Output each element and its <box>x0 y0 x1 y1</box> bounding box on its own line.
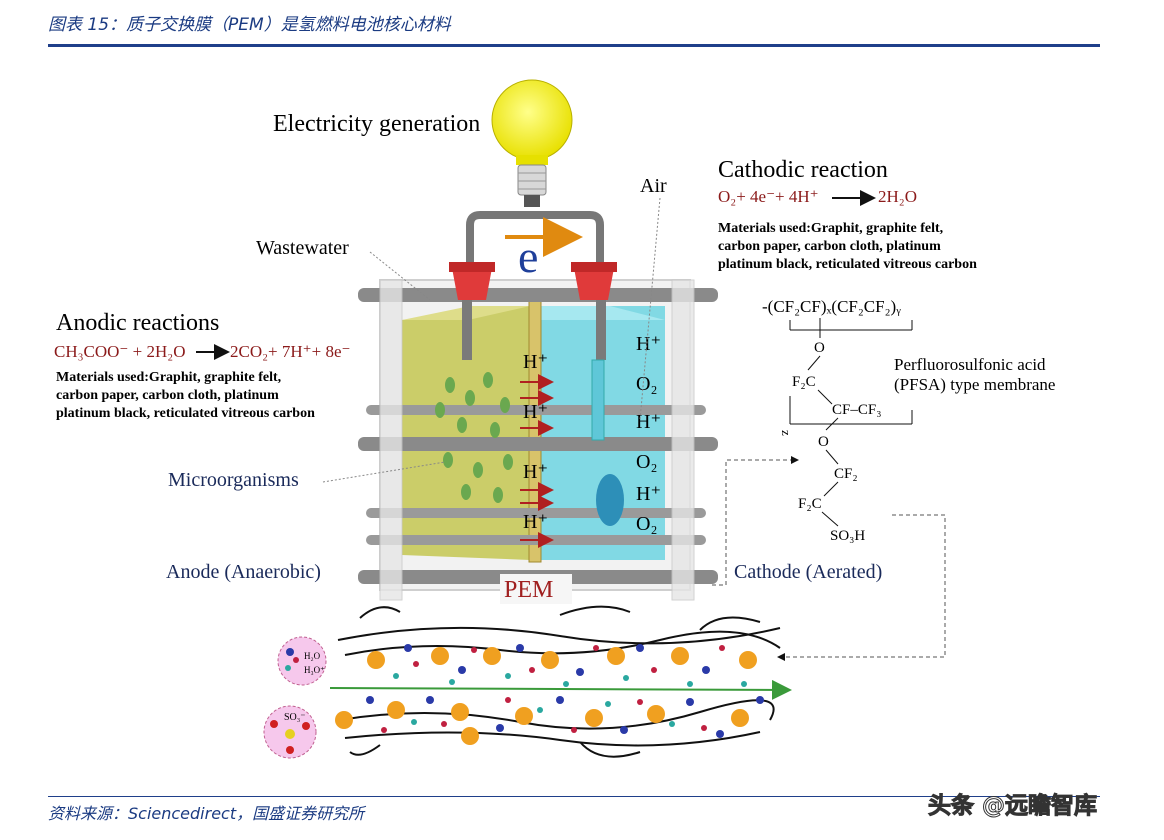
svg-text:platinum black, reticulated vi: platinum black, reticulated vitreous car… <box>56 406 315 421</box>
svg-text:H⁺: H⁺ <box>636 411 661 433</box>
microorganisms-leader <box>322 461 446 483</box>
svg-text:O₂: O₂ <box>636 513 657 535</box>
svg-text:H⁺: H⁺ <box>523 351 548 373</box>
microorganisms-label: Microorganisms <box>168 469 299 491</box>
svg-text:-(CF₂CF)ₓ(CF₂CF₂)ᵧ: -(CF₂CF)ₓ(CF₂CF₂)ᵧ <box>762 297 901 316</box>
svg-text:CF–CF₃: CF–CF₃ <box>832 402 881 418</box>
svg-text:H⁺: H⁺ <box>523 461 548 483</box>
svg-text:H₂O: H₂O <box>304 651 321 661</box>
water-hydronium-legend: H₂O H₃O⁺ <box>277 636 327 686</box>
cathodic-eq-lhs: O₂+ 4e⁻+ 4H⁺ <box>718 187 819 206</box>
svg-text:carbon paper, carbon cloth, pl: carbon paper, carbon cloth, platinum <box>56 388 279 403</box>
pem-label: PEM <box>504 577 553 603</box>
ion-labels-anode: H⁺ H⁺ H⁺ H⁺ <box>523 351 548 533</box>
anodic-eq-rhs: 2CO₂+ 7H⁺+ 8e⁻ <box>230 342 351 361</box>
anodic-title: Anodic reactions <box>56 310 219 336</box>
svg-text:O₂: O₂ <box>636 451 657 473</box>
svg-text:z: z <box>779 430 794 436</box>
wastewater-leader <box>369 251 431 301</box>
header-divider <box>48 44 1100 47</box>
cathodic-eq-rhs: 2H₂O <box>878 187 917 206</box>
watermark: 头条 @远瞻智库 <box>927 793 1098 820</box>
svg-text:H⁺: H⁺ <box>523 401 548 423</box>
source-note: 资料来源：Sciencedirect，国盛证券研究所 <box>48 804 365 823</box>
svg-text:O: O <box>818 434 829 450</box>
svg-text:H₃O⁺: H₃O⁺ <box>304 665 325 675</box>
air-leader <box>639 197 661 421</box>
air-label: Air <box>640 175 667 197</box>
microorganism-cluster <box>435 372 513 503</box>
anodic-reaction-block: Anodic reactions CH₃COO⁻ + 2H₂O 2CO₂+ 7H… <box>54 310 351 421</box>
svg-text:H⁺: H⁺ <box>636 483 661 505</box>
anodic-eq-lhs: CH₃COO⁻ + 2H₂O <box>54 342 185 361</box>
svg-text:F₂C: F₂C <box>792 374 816 390</box>
svg-text:O₂: O₂ <box>636 373 657 395</box>
svg-text:O: O <box>814 340 825 356</box>
svg-text:carbon paper, carbon cloth, pl: carbon paper, carbon cloth, platinum <box>718 239 941 254</box>
svg-text:H⁺: H⁺ <box>523 511 548 533</box>
svg-text:platinum black, reticulated vi: platinum black, reticulated vitreous car… <box>718 257 977 272</box>
svg-text:Materials used:Graphit, graphi: Materials used:Graphit, graphite felt, <box>56 370 281 385</box>
cathodic-reaction-block: Cathodic reaction O₂+ 4e⁻+ 4H⁺ 2H₂O Mate… <box>718 157 977 272</box>
footer-divider <box>48 796 1100 797</box>
cathodic-title: Cathodic reaction <box>718 157 888 183</box>
svg-text:(PFSA) type membrane: (PFSA) type membrane <box>894 375 1055 394</box>
connector-lines <box>712 456 946 661</box>
svg-text:Materials used:Graphit, graphi: Materials used:Graphit, graphite felt, <box>718 221 943 236</box>
sulfonate-legend: SO₃⁻ <box>263 705 317 759</box>
svg-text:F₂C: F₂C <box>798 496 822 512</box>
svg-text:H⁺: H⁺ <box>636 333 661 355</box>
light-bulb-icon <box>491 79 573 207</box>
anode-label: Anode (Anaerobic) <box>166 561 321 583</box>
svg-text:SO₃⁻: SO₃⁻ <box>284 712 306 723</box>
cathode-label: Cathode (Aerated) <box>734 561 882 583</box>
external-circuit: e <box>466 211 604 282</box>
electron-symbol: e <box>518 231 538 282</box>
proton-arrows <box>520 374 554 548</box>
svg-text:SO₃H: SO₃H <box>830 528 865 544</box>
reactor-frame <box>358 262 718 601</box>
svg-text:CF₂: CF₂ <box>834 466 858 482</box>
membrane-microstructure <box>329 605 792 758</box>
wastewater-label: Wastewater <box>256 237 349 259</box>
svg-text:Perfluorosulfonic acid: Perfluorosulfonic acid <box>894 355 1046 374</box>
figure-title: 图表 15：质子交换膜（PEM）是氢燃料电池核心材料 <box>48 15 451 35</box>
ion-labels-cathode: H⁺ O₂ H⁺ O₂ H⁺ O₂ <box>636 333 661 535</box>
electricity-label: Electricity generation <box>273 111 480 137</box>
pfsa-structure: -(CF₂CF)ₓ(CF₂CF₂)ᵧ O F₂C CF–CF₃ z O CF₂ … <box>762 297 1055 544</box>
